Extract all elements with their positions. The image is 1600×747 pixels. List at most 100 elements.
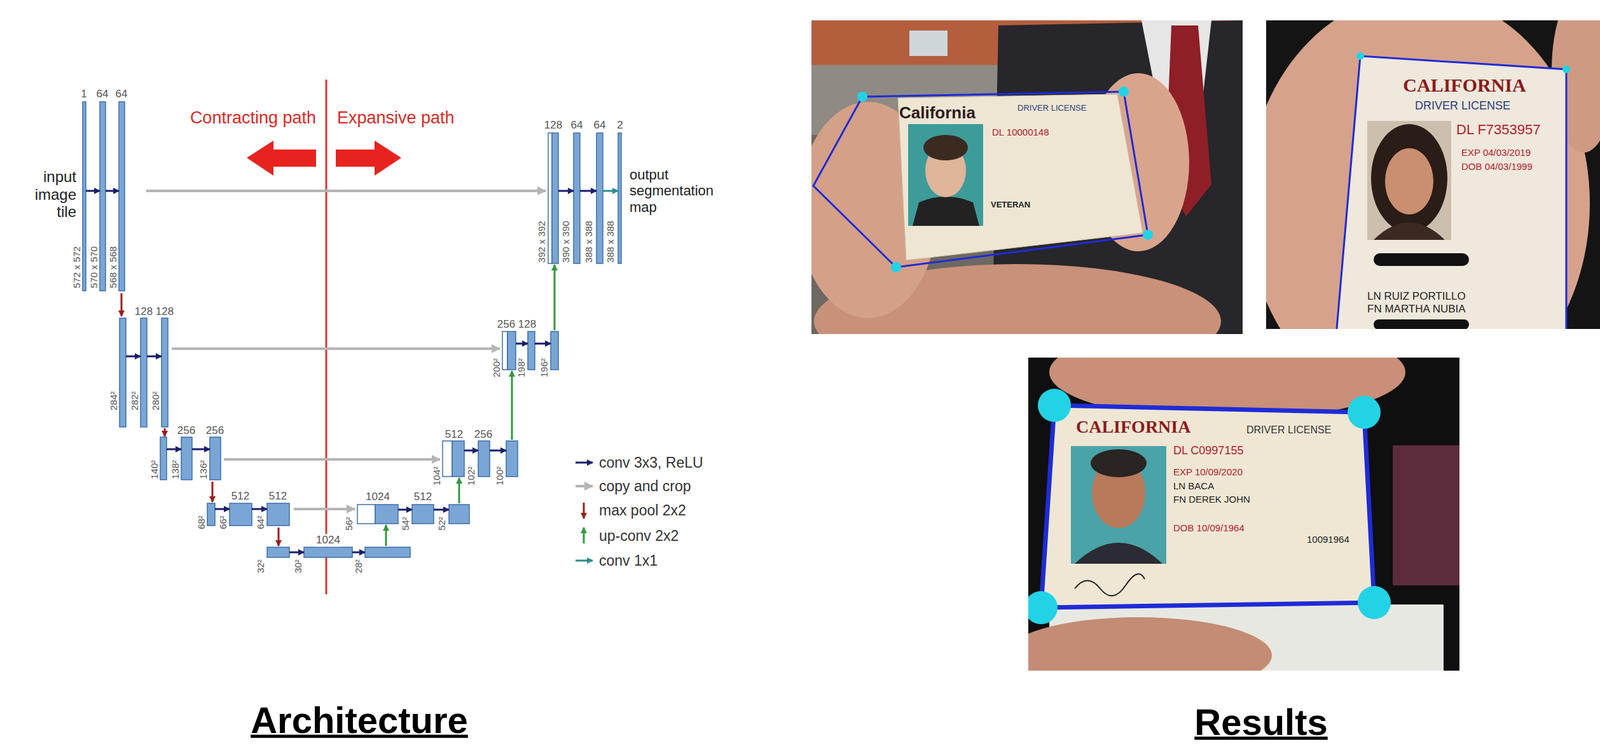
size-label: 140² <box>148 459 160 479</box>
conv-arrow <box>464 449 479 452</box>
channel-count: 256 <box>497 317 516 331</box>
path-label: Expansive path <box>337 108 455 128</box>
feature-map-bar <box>82 101 622 558</box>
feature-map-bar <box>140 317 147 427</box>
feature-map-bar <box>412 504 434 524</box>
card-text: FN MARTHA NUBIA <box>1367 302 1466 316</box>
legend-text: conv 1x1 <box>599 551 658 569</box>
feature-map-bar <box>357 504 376 524</box>
card-text: CALIFORNIA <box>1075 416 1191 437</box>
copy-crop-arrow <box>575 484 593 488</box>
channel-count: 128 <box>518 317 537 331</box>
feature-map-bar <box>303 546 353 558</box>
copy-crop-arrow <box>171 347 500 350</box>
result-photo <box>1371 124 1448 233</box>
max-pool-arrow <box>277 527 280 546</box>
divider-line <box>325 79 328 594</box>
size-label: 388 x 388 <box>604 220 616 263</box>
size-label: 198² <box>515 358 527 378</box>
conv-arrow <box>433 508 449 511</box>
result-photo <box>1347 395 1381 429</box>
result-photo <box>1336 55 1567 329</box>
result-photo <box>1074 542 1163 564</box>
card-text: EXP 04/03/2019 <box>1461 146 1531 158</box>
result-photo <box>811 20 1243 334</box>
direction-arrow <box>335 140 402 176</box>
conv-arrow <box>579 190 597 193</box>
size-label: 196² <box>538 358 550 378</box>
result-photo <box>1336 55 1567 329</box>
max-pool-arrow <box>120 293 123 317</box>
result-photo <box>1392 445 1460 586</box>
copy-crop-arrow <box>146 189 546 193</box>
conv-arrow <box>558 190 574 193</box>
legend-text: copy and crop <box>599 477 691 495</box>
result-photo <box>857 91 868 102</box>
feature-map-bar <box>448 504 470 524</box>
result-photo <box>1074 573 1145 596</box>
conv1-arrow <box>575 559 593 562</box>
result-photo <box>923 134 968 161</box>
channel-count: 2 <box>616 118 623 132</box>
size-label: 570 x 570 <box>88 246 100 289</box>
feature-map-bar <box>375 504 399 524</box>
result-photo <box>908 124 984 226</box>
panel-title: Architecture <box>250 698 469 742</box>
feature-map-bar <box>551 132 559 264</box>
result-photo <box>897 94 1143 261</box>
result-photo <box>1562 65 1571 74</box>
card-text: VETERAN <box>990 200 1031 210</box>
result-photo <box>1070 445 1167 564</box>
feature-map-bar <box>161 317 168 427</box>
max-pool-arrow <box>211 481 214 502</box>
copy-crop-arrow <box>293 507 355 511</box>
card-text: DOB 10/09/1964 <box>1173 522 1245 533</box>
feature-map-bar <box>160 436 167 480</box>
card-text: DOB 04/03/1999 <box>1461 160 1533 172</box>
up-conv-arrow <box>385 524 388 546</box>
channel-count: 1024 <box>314 533 343 547</box>
size-label: 284² <box>108 391 119 411</box>
size-label: 392 x 392 <box>536 220 547 263</box>
feature-map-bar <box>365 546 411 558</box>
size-label: 138² <box>169 459 181 479</box>
result-photo <box>1118 86 1129 97</box>
conv-arrow <box>192 448 210 451</box>
result-photo <box>1028 590 1058 624</box>
result-photo <box>1028 616 1272 671</box>
conv-arrow <box>289 551 304 554</box>
size-label: 54² <box>400 516 411 531</box>
size-label: 390 x 390 <box>560 220 572 263</box>
result-photo <box>1037 388 1071 422</box>
feature-map-bar <box>548 132 552 264</box>
card-text: DRIVER LICENSE <box>1017 103 1087 114</box>
result-photo <box>1373 222 1445 241</box>
result-photo <box>1090 448 1147 477</box>
direction-arrow <box>246 140 317 176</box>
channel-count: 256 <box>177 424 196 437</box>
conv-arrow <box>125 355 141 358</box>
size-label: 64² <box>255 515 266 530</box>
feature-map-bar <box>207 503 215 526</box>
conv-arrow <box>214 508 230 511</box>
up-conv-arrow <box>511 370 514 440</box>
result-photo <box>1028 357 1460 671</box>
result-photo <box>1357 585 1391 619</box>
feature-map-bar <box>442 440 453 477</box>
size-label: 52² <box>436 516 448 531</box>
feature-map-bar <box>618 132 622 264</box>
legend-text: max pool 2x2 <box>599 501 687 519</box>
feature-map-bar <box>229 503 252 526</box>
size-label: 68² <box>195 515 207 530</box>
feature-map-bar <box>82 101 86 291</box>
result-photo <box>909 30 948 56</box>
conv-arrow <box>489 449 507 452</box>
result-photo <box>1385 148 1434 215</box>
size-label: 100² <box>494 466 505 486</box>
feature-map-bar <box>99 101 106 291</box>
channel-count: 128 <box>544 118 563 132</box>
size-label: 30² <box>292 558 304 573</box>
feature-map-bar <box>502 331 508 370</box>
